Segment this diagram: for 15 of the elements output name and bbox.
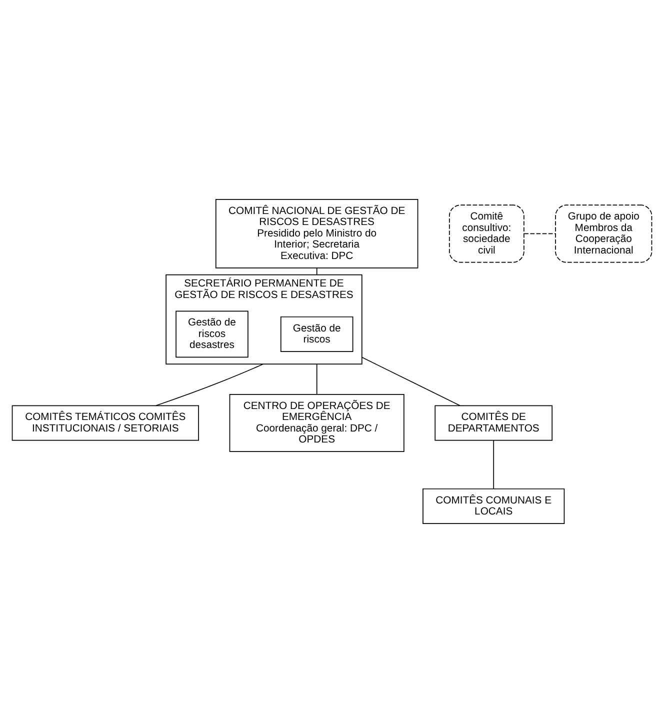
connector xyxy=(316,363,318,394)
node-box: COMITÊ NACIONAL DE GESTÃO DE RISCOS E DESASTRES Presidido pelo Ministro do Interior; Secretaria Executiva: DPC xyxy=(215,198,418,268)
node-box: Comitê consultivo: sociedade civil xyxy=(448,204,524,262)
node-box: Gestão de riscos xyxy=(280,316,354,352)
node-box: COMITÊS COMUNAIS E LOCAIS xyxy=(422,488,565,524)
node-box: COMITÊS DE DEPARTAMENTOS xyxy=(434,404,553,440)
node-box: Grupo de apoio Membros da Cooperação Internacional xyxy=(555,204,652,262)
node-box: CENTRO DE OPERAÇÕES DE EMERGÊNCIA Coordenação geral: DPC / OPDES xyxy=(229,394,404,452)
node-box: COMITÊS TEMÁTICOS COMITÊS INSTITUCIONAIS / SETORIAIS xyxy=(12,404,199,440)
connector xyxy=(524,232,556,234)
connector xyxy=(155,363,264,406)
connector xyxy=(361,356,460,406)
connector xyxy=(316,267,318,275)
connector xyxy=(493,439,494,489)
node-box: Gestão de riscos desastres xyxy=(176,310,248,358)
